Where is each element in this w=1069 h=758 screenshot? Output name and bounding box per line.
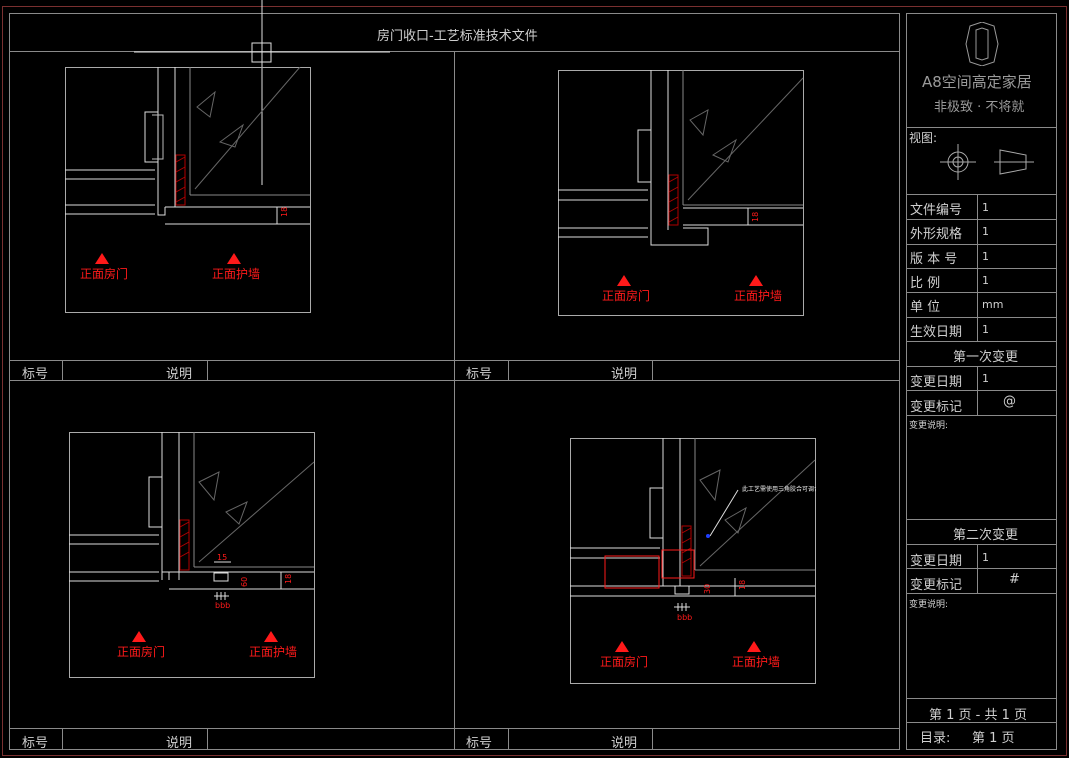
- change2-note-label: 变更说明:: [909, 600, 949, 610]
- brand-name: A8空间高定家居: [922, 73, 1032, 91]
- field-label: 文件编号: [910, 203, 963, 218]
- view-label: 视图:: [909, 131, 938, 145]
- outer-frame: [2, 6, 1067, 756]
- field-label: 版 本 号: [910, 251, 958, 267]
- marker-triangle: [132, 631, 146, 642]
- marker-triangle: [95, 253, 109, 264]
- toc-label: 目录:: [920, 731, 951, 746]
- field-value: 1: [982, 225, 989, 239]
- front-door-label: 正面房门: [80, 267, 129, 281]
- desc-label: 说明: [611, 736, 638, 751]
- dim-label: 18: [284, 574, 293, 584]
- front-door-label: 正面房门: [600, 655, 649, 669]
- brand-logo-icon: [965, 22, 999, 66]
- front-wall-label: 正面护墙: [249, 645, 298, 659]
- field-value: mm: [982, 298, 1004, 312]
- front-wall-label: 正面护墙: [732, 655, 781, 669]
- front-wall-label: 正面护墙: [212, 267, 261, 281]
- change2-date-value: 1: [982, 551, 989, 564]
- mark-label: 标号: [466, 736, 493, 751]
- marker-triangle: [749, 275, 763, 286]
- marker-triangle: [615, 641, 629, 652]
- dim-label: bbb: [677, 613, 692, 622]
- mark-label: 标号: [466, 367, 493, 382]
- detail-drawing-2: 18: [558, 70, 804, 316]
- dim-label: 15: [217, 553, 227, 562]
- field-value: 1: [982, 322, 989, 336]
- desc-label: 说明: [166, 736, 193, 751]
- detail-drawing-3: 15 60 18 bbb: [69, 432, 315, 678]
- marker-triangle: [617, 275, 631, 286]
- change1-mark-label: 变更标记: [910, 400, 963, 415]
- change2-date-label: 变更日期: [910, 554, 963, 569]
- mark-label: 标号: [22, 367, 49, 382]
- title-block-frame: [906, 13, 1057, 750]
- marker-triangle: [264, 631, 278, 642]
- field-value: 1: [982, 201, 989, 214]
- field-label: 单 位: [910, 300, 941, 316]
- projection-symbol-icon: [940, 144, 1034, 180]
- brand-slogan: 非极致 · 不将就: [934, 100, 1025, 115]
- front-door-label: 正面房门: [117, 645, 166, 659]
- change1-note-label: 变更说明:: [909, 421, 949, 431]
- dim-label: 18: [738, 580, 747, 590]
- field-label: 生效日期: [910, 324, 963, 340]
- page-count: 第 1 页 - 共 1 页: [929, 708, 1028, 723]
- field-value: 1: [982, 249, 989, 263]
- toc-value: 第 1 页: [972, 731, 1015, 746]
- desc-label: 说明: [611, 367, 638, 382]
- change1-date-label: 变更日期: [910, 375, 963, 390]
- field-label: 比 例: [910, 275, 941, 291]
- field-label: 外形规格: [910, 227, 963, 243]
- document-title: 房门收口-工艺标准技术文件: [377, 29, 538, 44]
- change1-title: 第一次变更: [953, 350, 1019, 365]
- dim-label: bbb: [215, 601, 230, 610]
- mark-label: 标号: [22, 736, 49, 751]
- change2-mark-value: #: [1009, 572, 1020, 587]
- dim-label: 30: [703, 584, 712, 594]
- front-door-label: 正面房门: [602, 289, 651, 303]
- dim-label: 18: [751, 212, 760, 222]
- marker-triangle: [747, 641, 761, 652]
- change2-mark-label: 变更标记: [910, 578, 963, 593]
- dim-label: 18: [280, 207, 289, 217]
- change1-mark-value: @: [1003, 394, 1016, 409]
- desc-label: 说明: [166, 367, 193, 382]
- change2-title: 第二次变更: [953, 528, 1019, 543]
- front-wall-label: 正面护墙: [734, 289, 783, 303]
- detail-drawing-1: 18: [65, 67, 311, 313]
- crosshair-cursor: [134, 0, 390, 185]
- detail-drawing-4: 此工艺需使用三角胶合可调合页及平板合页 30 18 bbb: [570, 438, 816, 684]
- field-value: 1: [982, 273, 989, 287]
- marker-triangle: [227, 253, 241, 264]
- annotation-note: 此工艺需使用三角胶合可调合页及平板合页: [742, 485, 816, 493]
- change1-date-value: 1: [982, 372, 989, 385]
- dim-label: 60: [240, 577, 249, 587]
